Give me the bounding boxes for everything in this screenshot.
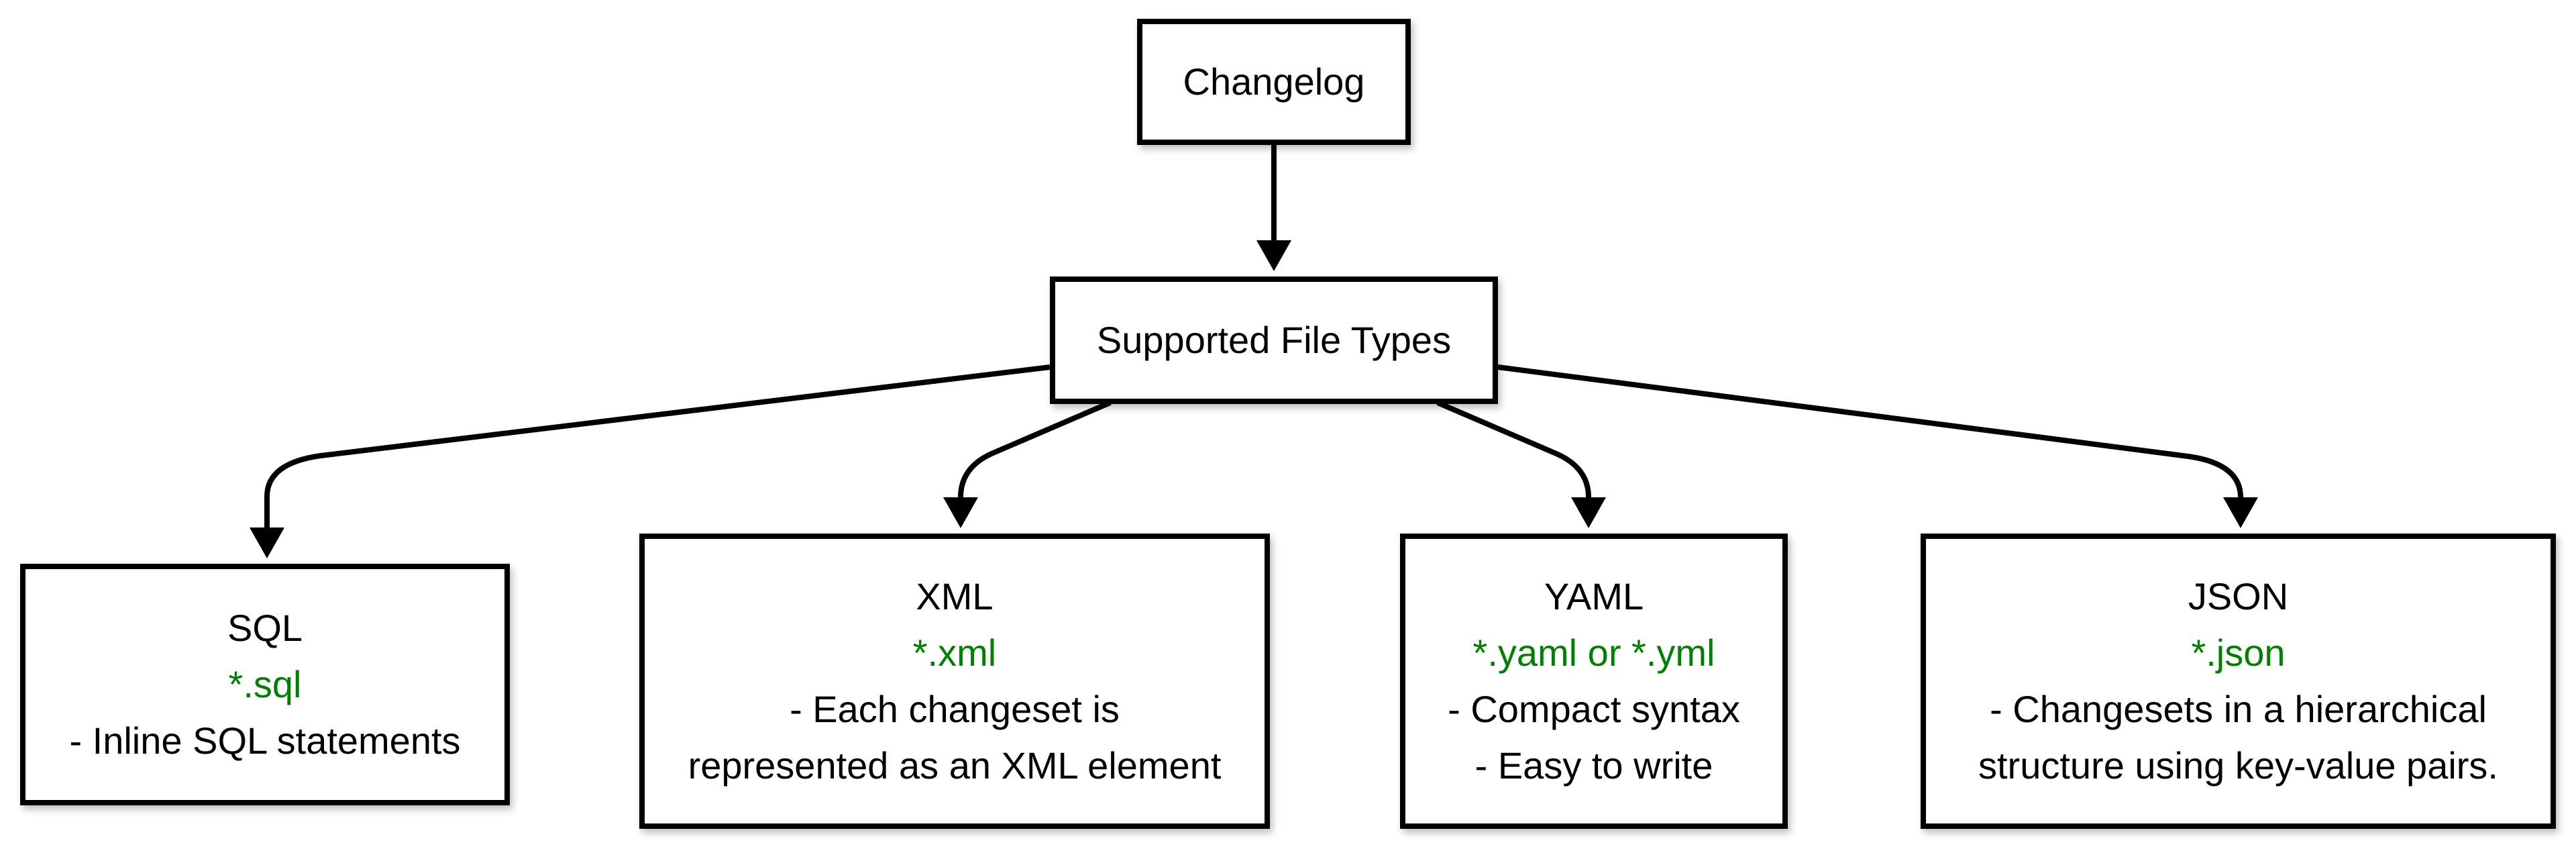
connector-supported-to-sql	[250, 364, 1051, 558]
xml-note-line: represented as an XML element	[688, 744, 1222, 787]
xml-extension: *.xml	[912, 632, 997, 674]
yaml-extension: *.yaml or *.yml	[1472, 632, 1715, 674]
connector-changelog-to-supported	[1256, 145, 1291, 271]
yaml-note-line: - Compact syntax	[1448, 688, 1740, 730]
arrowhead-icon	[1571, 497, 1606, 528]
json-note-line: structure using key-value pairs.	[1978, 744, 2498, 787]
yaml-title: YAML	[1544, 575, 1644, 617]
arrowhead-icon	[1256, 240, 1291, 271]
json-title: JSON	[2188, 575, 2289, 617]
xml-title: XML	[916, 575, 994, 617]
node-yaml: YAML *.yaml or *.yml - Compact syntax - …	[1400, 534, 1788, 829]
xml-note-line: - Each changeset is	[790, 688, 1120, 730]
sql-title: SQL	[227, 607, 303, 649]
node-supported-file-types: Supported File Types	[1050, 277, 1498, 404]
json-extension: *.json	[2191, 632, 2286, 674]
node-json: JSON *.json - Changesets in a hierarchic…	[1921, 534, 2556, 829]
node-supported-file-types-label: Supported File Types	[1096, 319, 1452, 361]
node-sql: SQL *.sql - Inline SQL statements	[20, 564, 510, 805]
arrowhead-icon	[943, 497, 978, 528]
sql-note-line: - Inline SQL statements	[69, 719, 461, 762]
connector-supported-to-xml	[943, 400, 1112, 528]
arrowhead-icon	[2223, 497, 2258, 528]
node-changelog-label: Changelog	[1183, 60, 1365, 103]
node-changelog: Changelog	[1137, 19, 1411, 145]
arrowhead-icon	[250, 528, 284, 558]
connector-supported-to-json	[1497, 364, 2258, 528]
sql-extension: *.sql	[228, 663, 302, 705]
yaml-note-line: - Easy to write	[1474, 744, 1713, 787]
connector-supported-to-yaml	[1436, 400, 1606, 528]
json-note-line: - Changesets in a hierarchical	[1990, 688, 2487, 730]
node-xml: XML *.xml - Each changeset is represente…	[639, 534, 1270, 829]
